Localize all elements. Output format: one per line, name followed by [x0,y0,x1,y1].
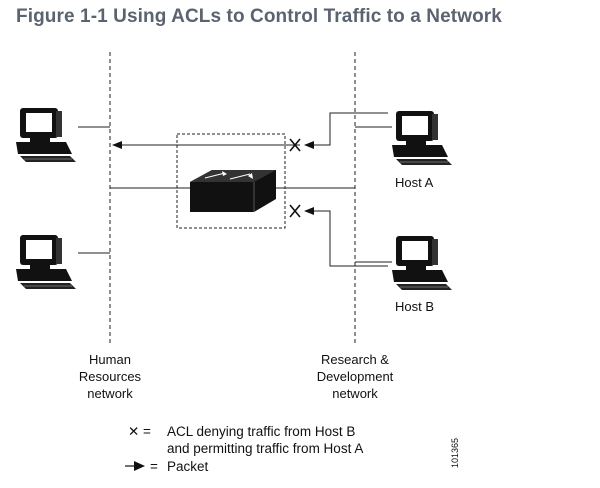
acl-x-mark-host-a [289,138,301,152]
legend-packet-text: Packet [167,459,209,474]
hr-host-1-icon [15,107,77,163]
legend-x-text-1: ACL denying traffic from Host B [167,424,355,439]
figure-title: Figure 1-1 Using ACLs to Control Traffic… [16,6,502,27]
host-b-icon [391,235,453,291]
svg-text:network: network [87,386,133,401]
host-b-packet-path [304,207,388,267]
host-a-label: Host A [395,175,434,190]
rd-network-label: Research & Development network [317,352,394,401]
legend-arrow-icon [125,461,145,471]
host-a-icon [391,110,453,166]
svg-text:network: network [332,386,378,401]
router-icon [190,170,276,212]
svg-text:Human: Human [89,352,131,367]
svg-text:Research &: Research & [321,352,389,367]
host-a-packet-path [112,112,388,149]
figure-number: 101365 [450,438,460,468]
svg-text:Development: Development [317,369,394,384]
legend-x-symbol: ✕ = [128,424,151,439]
host-b-label: Host B [395,299,434,314]
svg-text:Resources: Resources [79,369,142,384]
hr-host-2-icon [15,234,77,290]
acl-x-mark-host-b [289,204,301,218]
acl-boundary-box [176,133,286,229]
legend-arrow-equals: = [150,459,158,474]
legend: ✕ = ACL denying traffic from Host B and … [125,424,363,474]
hr-network-label: Human Resources network [79,352,142,401]
legend-x-text-2: and permitting traffic from Host A [167,441,363,456]
